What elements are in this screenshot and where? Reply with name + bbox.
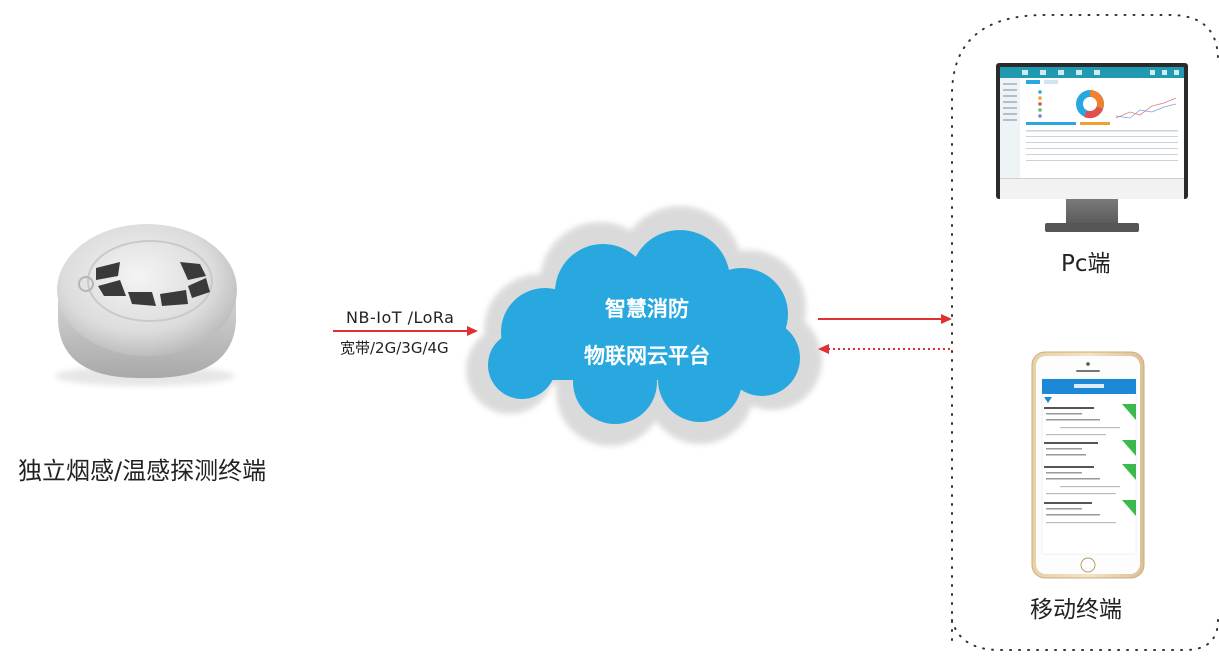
mobile-terminal-label: 移动终端 bbox=[1030, 597, 1122, 623]
cloud-platform-shape bbox=[466, 206, 822, 446]
protocol-label-line1: NB-IoT /LoRa bbox=[346, 308, 455, 327]
pc-terminal-label: Pc端 bbox=[1061, 251, 1111, 277]
pc-monitor-image bbox=[996, 63, 1188, 232]
detector-label: 独立烟感/温感探测终端 bbox=[18, 457, 267, 485]
return-arrow-dotted bbox=[818, 344, 952, 354]
downlink-arrow bbox=[818, 314, 952, 324]
cloud-title-line1: 智慧消防 bbox=[605, 297, 689, 321]
uplink-arrow bbox=[333, 326, 478, 336]
terminal-group-boundary bbox=[951, 14, 1219, 651]
cloud-title-line2: 物联网云平台 bbox=[584, 344, 710, 368]
smoke-detector-image bbox=[55, 224, 237, 386]
mobile-phone-image bbox=[1031, 351, 1145, 579]
protocol-label-line2: 宽带/2G/3G/4G bbox=[340, 339, 449, 357]
